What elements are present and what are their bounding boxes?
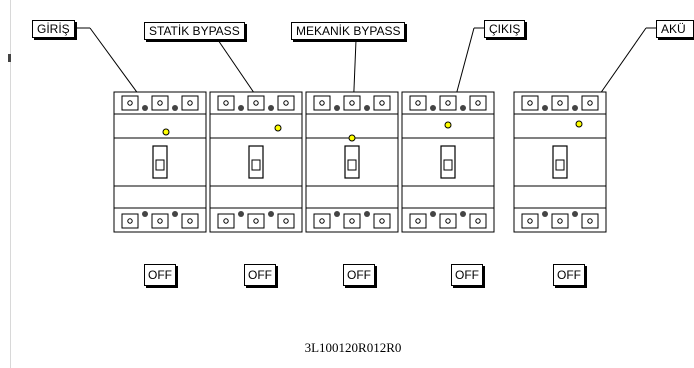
- terminal-screw: [127, 218, 133, 224]
- terminal-bolt: [238, 105, 244, 111]
- terminal-bolt: [460, 105, 466, 111]
- terminal-bolt: [364, 211, 370, 217]
- breaker-handle-grip: [155, 159, 165, 171]
- terminal-bolt: [268, 211, 274, 217]
- terminal-screw: [157, 218, 163, 224]
- label-mekanik-bypass: MEKANİK BYPASS: [291, 22, 406, 40]
- terminal-screw: [527, 218, 533, 224]
- terminal-bolt: [572, 211, 578, 217]
- terminal-screw: [445, 218, 451, 224]
- breaker-body: [113, 113, 207, 209]
- terminal-screw: [253, 218, 259, 224]
- terminal-bolt: [430, 105, 436, 111]
- margin-tick: [8, 54, 11, 62]
- drawing-code: 3L100120R012R0: [304, 340, 402, 355]
- terminal-bolt: [460, 211, 466, 217]
- breaker-3: [305, 91, 399, 233]
- breaker-handle-grip: [443, 159, 453, 171]
- terminal-screw: [223, 100, 229, 106]
- terminal-screw: [319, 218, 325, 224]
- state-breaker-5: OFF: [553, 264, 585, 286]
- terminal-bolt: [334, 211, 340, 217]
- breaker-handle-grip: [555, 159, 565, 171]
- terminal-screw: [283, 100, 289, 106]
- breaker-indicator-dot: [162, 128, 170, 136]
- state-breaker-4: OFF: [451, 264, 483, 286]
- terminal-screw: [379, 218, 385, 224]
- terminal-bolt: [334, 105, 340, 111]
- terminal-screw: [157, 100, 163, 106]
- terminal-screw: [349, 218, 355, 224]
- terminal-screw: [187, 100, 193, 106]
- terminal-screw: [587, 218, 593, 224]
- terminal-screw: [587, 100, 593, 106]
- terminal-bolt: [142, 105, 148, 111]
- terminal-screw: [475, 100, 481, 106]
- terminal-bolt: [268, 105, 274, 111]
- terminal-screw: [557, 100, 563, 106]
- breaker-handle-grip: [251, 159, 261, 171]
- breaker-2: [209, 91, 303, 233]
- terminal-screw: [557, 218, 563, 224]
- label-giris: GİRİŞ: [32, 20, 75, 38]
- breaker-indicator-dot: [444, 121, 452, 129]
- terminal-screw: [415, 100, 421, 106]
- state-breaker-1: OFF: [144, 264, 176, 286]
- terminal-bolt: [364, 105, 370, 111]
- breaker-indicator-dot: [575, 120, 583, 128]
- terminal-bolt: [142, 211, 148, 217]
- terminal-screw: [187, 218, 193, 224]
- terminal-screw: [475, 218, 481, 224]
- terminal-screw: [319, 100, 325, 106]
- label-statik-bypass: STATİK BYPASS: [144, 22, 245, 40]
- state-breaker-3: OFF: [343, 264, 375, 286]
- page-margin-rule: [10, 0, 11, 368]
- terminal-bolt: [430, 211, 436, 217]
- terminal-screw: [527, 100, 533, 106]
- breaker-handle-grip: [347, 159, 357, 171]
- terminal-screw: [223, 218, 229, 224]
- breaker-indicator-dot: [348, 134, 356, 142]
- terminal-bolt: [572, 105, 578, 111]
- terminal-bolt: [172, 211, 178, 217]
- terminal-bolt: [172, 105, 178, 111]
- label-cikis: ÇIKIŞ: [484, 20, 526, 38]
- terminal-screw: [127, 100, 133, 106]
- terminal-screw: [283, 218, 289, 224]
- breaker-4: [401, 91, 495, 233]
- terminal-bolt: [542, 211, 548, 217]
- terminal-screw: [349, 100, 355, 106]
- label-aku: AKÜ: [656, 20, 694, 38]
- terminal-screw: [253, 100, 259, 106]
- terminal-bolt: [238, 211, 244, 217]
- breaker-1: [113, 91, 207, 233]
- state-breaker-2: OFF: [244, 264, 276, 286]
- breaker-5: [513, 91, 607, 233]
- terminal-screw: [445, 100, 451, 106]
- terminal-bolt: [542, 105, 548, 111]
- terminal-screw: [415, 218, 421, 224]
- terminal-screw: [379, 100, 385, 106]
- breaker-indicator-dot: [274, 124, 282, 132]
